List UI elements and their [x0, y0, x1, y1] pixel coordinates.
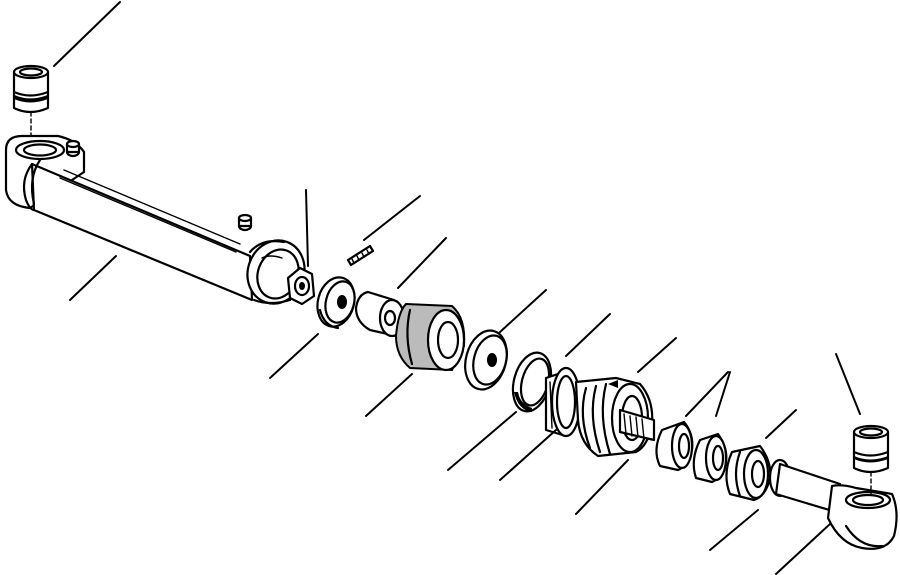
leader-washer — [269, 333, 319, 379]
leader-upper-bushing — [53, 1, 121, 67]
callout-leaders — [53, 1, 861, 575]
leader-piston-seal — [447, 411, 517, 471]
piston-rod — [618, 408, 898, 550]
leader-rod-eye — [775, 523, 831, 575]
washer — [316, 276, 356, 330]
leader-piston-washer — [499, 289, 547, 333]
spacer — [354, 290, 406, 338]
leader-piston-nut — [305, 189, 309, 267]
piston — [394, 302, 466, 372]
gland-seals — [655, 420, 728, 484]
leader-rod-wiper — [765, 409, 797, 439]
lower-bushing — [852, 424, 890, 495]
leader-gland — [637, 337, 677, 373]
leader-rod-end — [709, 509, 759, 551]
leader-piston — [365, 373, 413, 417]
leader-cylinder-barrel — [69, 255, 117, 301]
leader-roll-pin — [363, 195, 421, 241]
roll-pin — [346, 244, 375, 267]
cylinder-barrel — [4, 134, 306, 305]
wear-ring — [544, 366, 582, 438]
grease-fitting — [65, 139, 253, 232]
piston-washer — [464, 329, 508, 391]
piston-nut — [286, 266, 316, 306]
leader-spacer — [397, 237, 447, 289]
upper-bushing — [12, 64, 50, 143]
leader-gland-inner — [499, 429, 557, 481]
leader-wear-ring — [565, 313, 611, 357]
leader-rod-seals — [575, 459, 629, 515]
leader-lower-bushing — [835, 353, 861, 415]
leader-gland-seal-a — [685, 371, 729, 417]
leader-gland-seal-b — [715, 371, 731, 417]
